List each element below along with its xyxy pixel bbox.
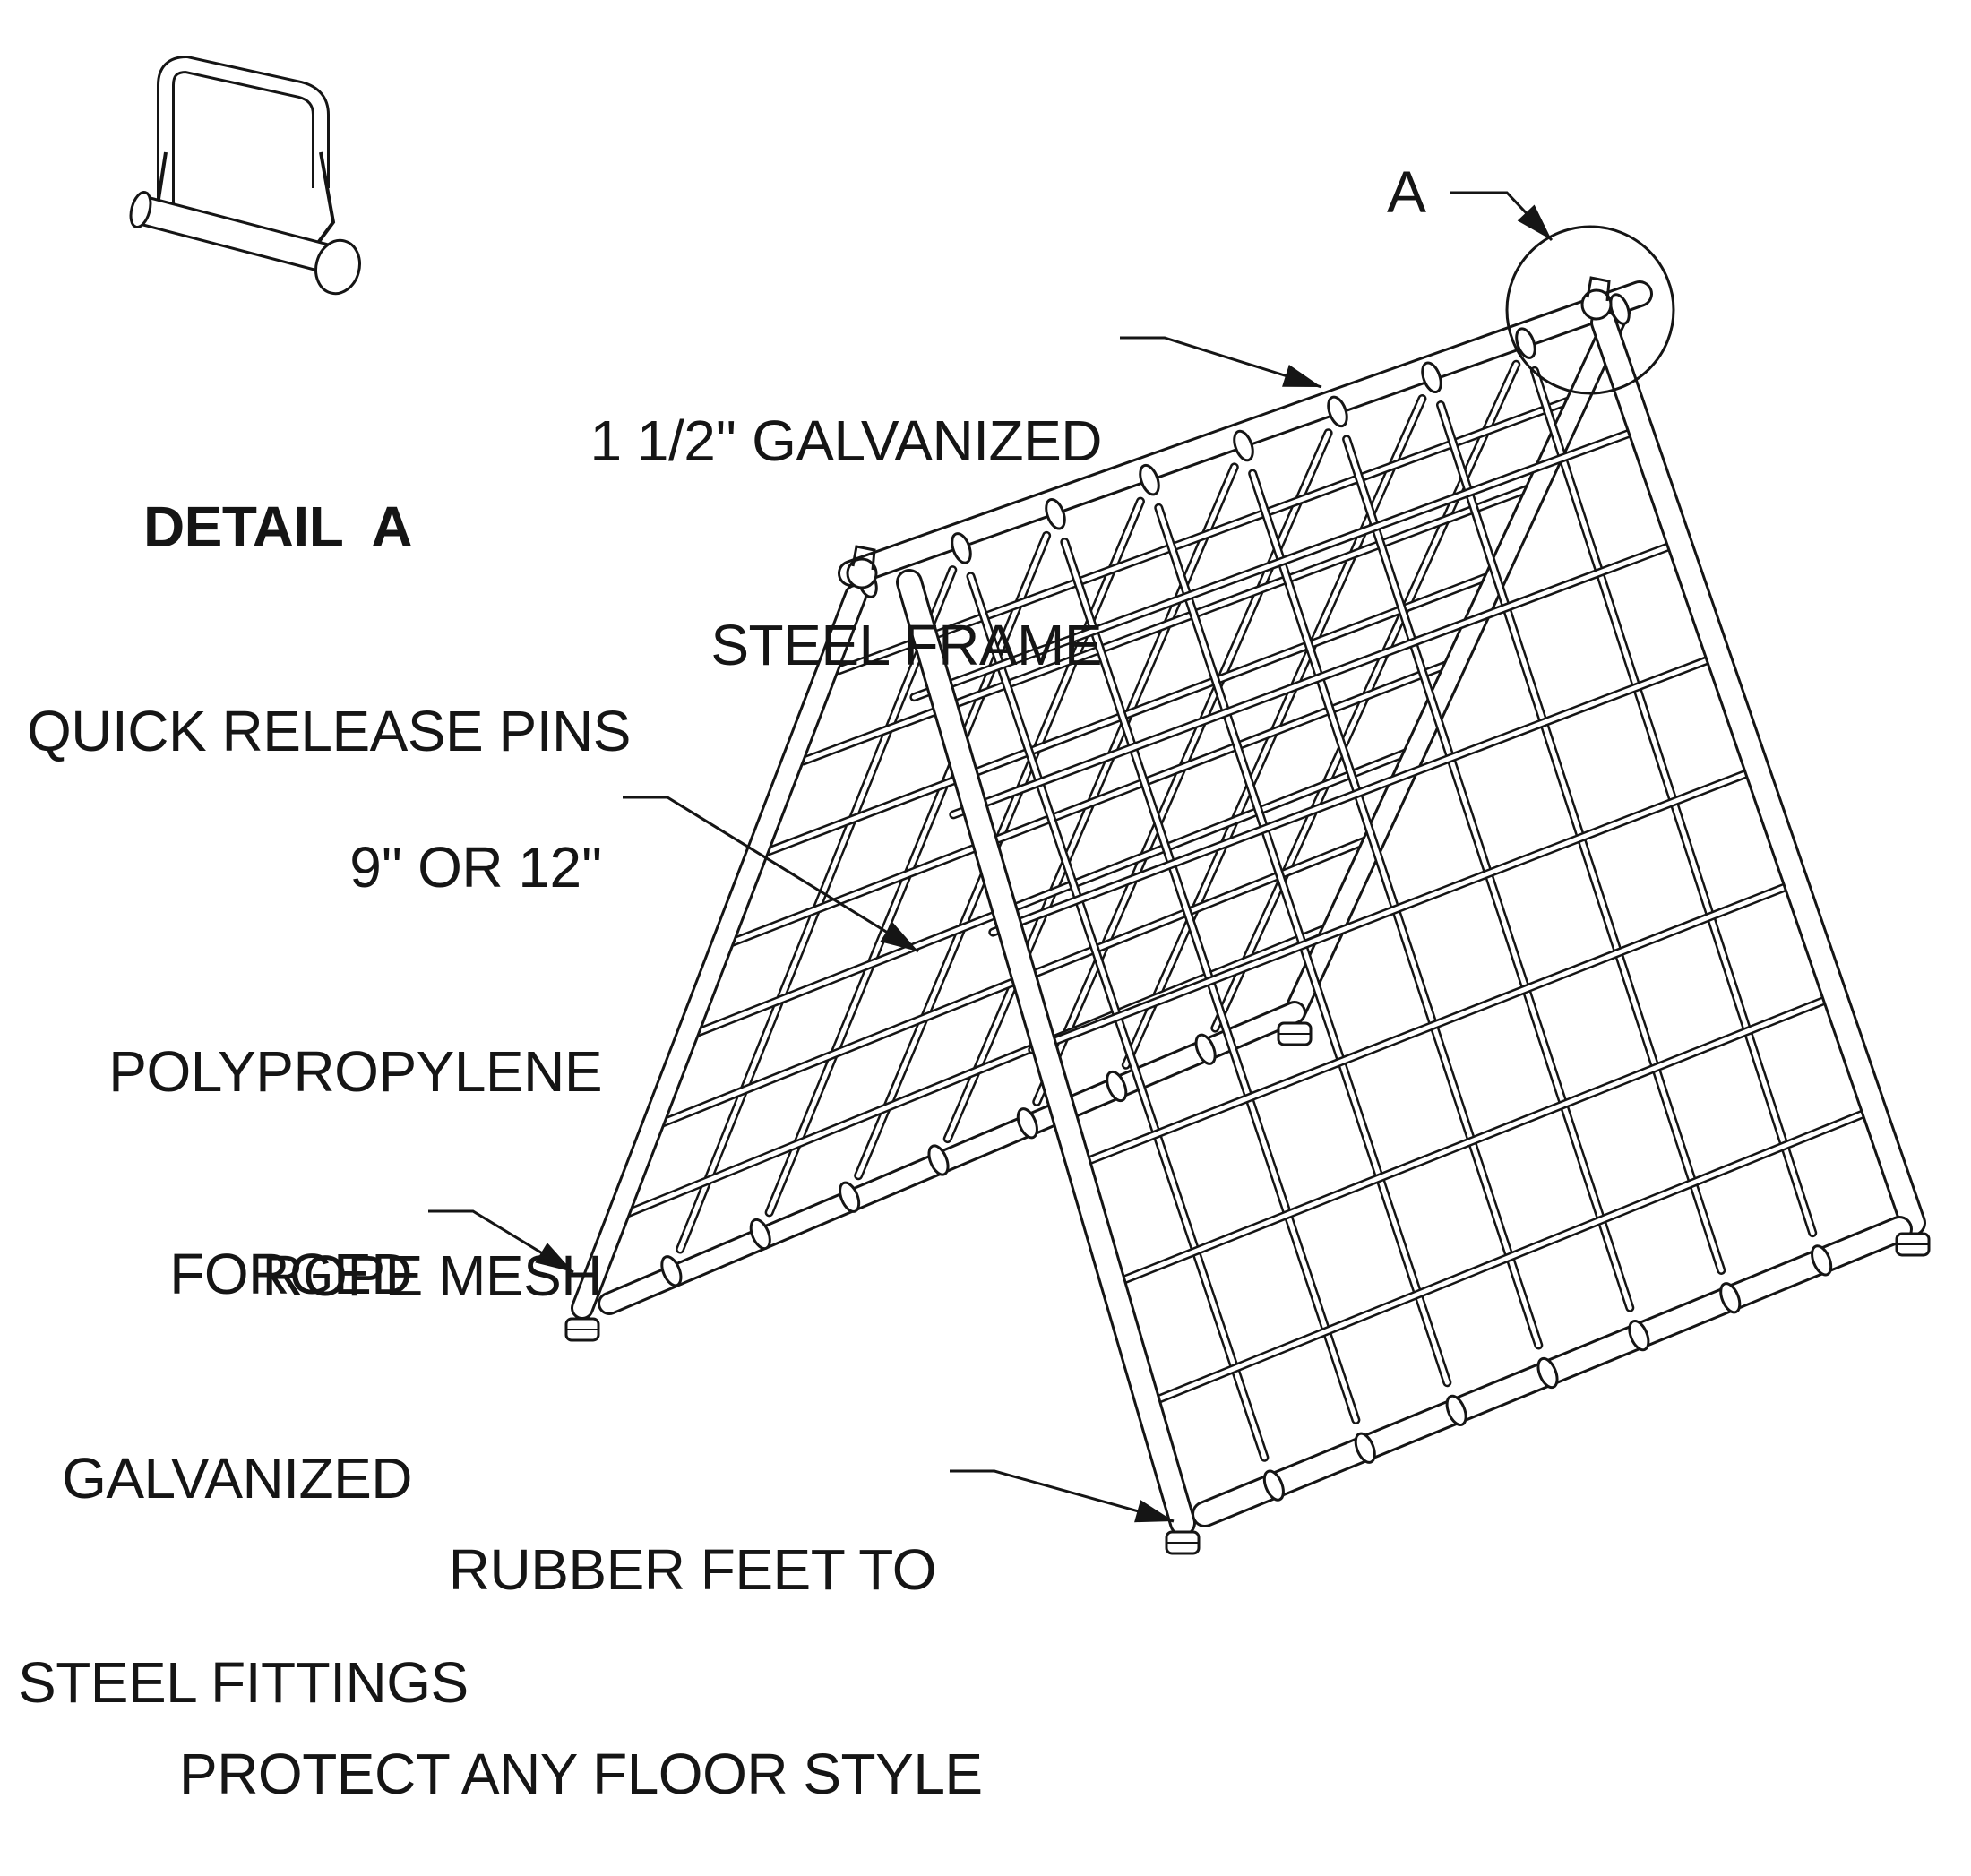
mesh-callout-line-3: ROPE MESH (262, 1243, 602, 1308)
detail-a-pin-drawing (129, 56, 361, 296)
back-rail-collar (1194, 1033, 1217, 1065)
feet-callout: RUBBER FEET TO PROTECT ANY FLOOR STYLE (179, 1399, 983, 1876)
ridge-collar (1139, 463, 1160, 496)
detail-a-circle (1505, 225, 1675, 395)
back-rail-collar (749, 1218, 771, 1251)
back-rope-horizontal-core (693, 749, 1412, 1036)
detail-a-reference: A (1387, 159, 1426, 225)
front-rope-horizontal-core (1069, 881, 1798, 1170)
frame-callout-line-1: 1 1/2'' GALVANIZED (590, 409, 1103, 473)
pin-handle-body (159, 58, 327, 211)
rubber-feet (564, 1021, 1931, 1555)
front-rope-horizontal-core (1148, 1109, 1872, 1405)
front-rope-mesh (909, 366, 1873, 1462)
back-rail-collar (1016, 1107, 1038, 1140)
pin-strap-right (314, 151, 336, 248)
front-rope-horizontal-core (990, 652, 1725, 935)
feet-callout-line-1: RUBBER FEET TO (448, 1537, 937, 1602)
mesh-callout-line-2: POLYPROPYLENE (108, 1039, 602, 1104)
fittings-callout-line-1: FORGED (169, 1242, 412, 1306)
fittings-leader-arrowhead (535, 1243, 573, 1272)
ridge-collar (1609, 293, 1631, 325)
back-rope-horizontal-core (801, 485, 1534, 763)
pin-ring (851, 545, 876, 571)
feet-callout-line-2: PROTECT ANY FLOOR STYLE (179, 1742, 983, 1806)
back-left-leg-body (573, 587, 865, 1317)
pin-head (846, 557, 878, 589)
front-left-leg-body (899, 572, 1193, 1534)
frame-callout: 1 1/2'' GALVANIZED STEEL FRAME (502, 271, 1103, 747)
ridge-collar (1421, 361, 1442, 394)
frame-callout-line-2: STEEL FRAME (710, 613, 1102, 677)
fittings-callout-line-2: GALVANIZED (62, 1446, 412, 1510)
fittings-leader (428, 1209, 574, 1274)
front-steel-frame (838, 280, 1926, 1536)
back-rope-horizontal-core (623, 925, 1330, 1217)
front-rail-collar (1719, 1282, 1742, 1314)
detail-a-leader-arrowhead (1517, 204, 1552, 240)
ridge-collar (1327, 395, 1348, 428)
front-rail-collar (1628, 1320, 1650, 1352)
back-rope-horizontal-core (765, 573, 1493, 855)
mesh-leader (623, 796, 919, 953)
mesh-callout: 9'' OR 12'' POLYPROPYLENE ROPE MESH (72, 697, 602, 1378)
mesh-callout-line-1: 9'' OR 12'' (349, 835, 602, 899)
back-bottom-rail-body (600, 1003, 1304, 1312)
front-rail-collar (1536, 1356, 1559, 1390)
ridge-collar (1233, 429, 1254, 462)
pin-head (1580, 288, 1613, 321)
front-rope-horizontal-core (951, 538, 1688, 817)
front-rail-collar (1262, 1469, 1285, 1502)
pin-shaft-body (140, 198, 335, 272)
front-right-leg-body (1593, 312, 1924, 1234)
back-rail-collar (660, 1255, 683, 1287)
front-rope-horizontal-core (1029, 766, 1761, 1053)
detail-a-title: DETAIL A (142, 495, 413, 559)
a-frame-drawing: A (129, 56, 1931, 1555)
front-rail-collar (1811, 1244, 1833, 1277)
back-rail-collar (1106, 1070, 1128, 1103)
pin-ring (1586, 276, 1611, 302)
front-rail-collar (1354, 1432, 1376, 1464)
back-right-leg-body (1286, 300, 1629, 1021)
back-rail-collar (839, 1181, 861, 1213)
ridge-collar (1045, 497, 1066, 530)
front-rope-horizontal-core (1108, 994, 1835, 1287)
frame-leader (1120, 336, 1322, 389)
leader-lines (428, 191, 1554, 1523)
feet-leader-arrowhead (1134, 1500, 1174, 1523)
back-steel-frame (571, 297, 1631, 1320)
front-rail-collar (1445, 1394, 1467, 1426)
quick-release-pins (846, 276, 1613, 589)
ridge-collar (1515, 327, 1536, 359)
frame-leader-arrowhead (1282, 365, 1321, 387)
mesh-leader-arrowhead (880, 921, 918, 951)
pin-cap (314, 238, 361, 296)
feet-leader (950, 1469, 1175, 1523)
pin-tip (129, 191, 152, 228)
front-rope-horizontal-core (911, 424, 1652, 700)
ridge-collar (951, 532, 972, 564)
back-rail-collar (927, 1144, 950, 1176)
